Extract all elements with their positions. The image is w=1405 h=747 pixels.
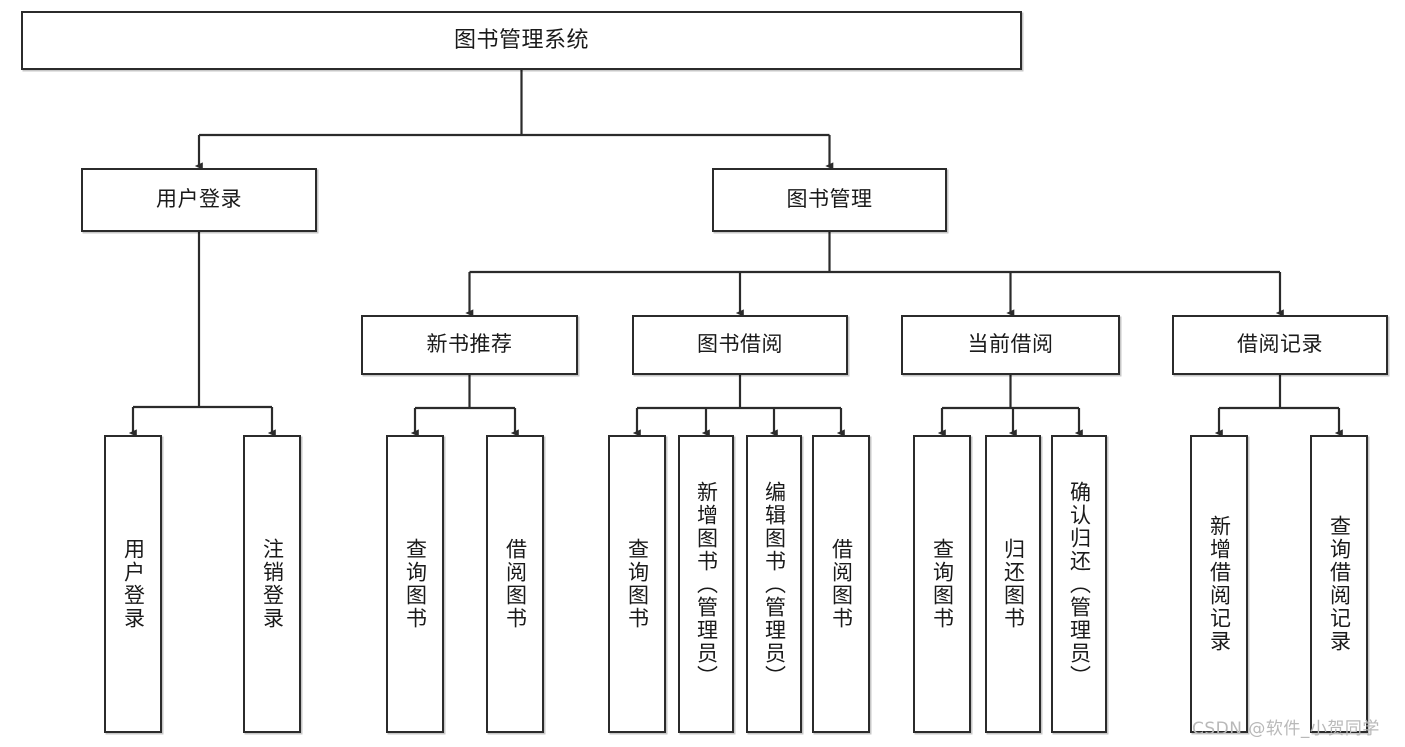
node-label: 新增图书（管理员） <box>694 480 719 688</box>
node-label: 确认归还（管理员） <box>1067 480 1092 688</box>
node-new-book-rec[interactable]: 新书推荐 <box>361 315 578 375</box>
node-borrow-record[interactable]: 借阅记录 <box>1172 315 1388 375</box>
node-leaf-query-3[interactable]: 查询图书 <box>913 435 971 733</box>
node-leaf-user-login[interactable]: 用户登录 <box>104 435 162 733</box>
node-label: 图书借阅 <box>697 332 783 357</box>
node-label: 图书管理系统 <box>453 27 589 53</box>
node-leaf-add-book[interactable]: 新增图书（管理员） <box>678 435 734 733</box>
node-label: 借阅图书 <box>829 538 854 630</box>
node-label: 查询图书 <box>930 538 955 630</box>
node-leaf-edit-book[interactable]: 编辑图书（管理员） <box>746 435 802 733</box>
node-label: 借阅记录 <box>1237 332 1323 357</box>
node-leaf-borrow-1[interactable]: 借阅图书 <box>486 435 544 733</box>
node-leaf-query-2[interactable]: 查询图书 <box>608 435 666 733</box>
node-leaf-query-1[interactable]: 查询图书 <box>386 435 444 733</box>
node-leaf-return[interactable]: 归还图书 <box>985 435 1041 733</box>
node-label: 查询图书 <box>403 538 428 630</box>
node-leaf-query-rec[interactable]: 查询借阅记录 <box>1310 435 1368 733</box>
node-book-borrow[interactable]: 图书借阅 <box>632 315 848 375</box>
node-label: 编辑图书（管理员） <box>762 480 787 688</box>
csdn-watermark: CSDN @软件_小贺同学 <box>1192 719 1380 739</box>
node-leaf-confirm[interactable]: 确认归还（管理员） <box>1051 435 1107 733</box>
node-label: 注销登录 <box>260 538 285 630</box>
node-label: 归还图书 <box>1001 538 1026 630</box>
node-leaf-add-rec[interactable]: 新增借阅记录 <box>1190 435 1248 733</box>
node-current-borrow[interactable]: 当前借阅 <box>901 315 1120 375</box>
node-label: 借阅图书 <box>503 538 528 630</box>
node-label: 用户登录 <box>121 538 146 630</box>
node-label: 查询图书 <box>625 538 650 630</box>
node-user-login[interactable]: 用户登录 <box>81 168 317 232</box>
node-label: 用户登录 <box>156 187 242 212</box>
node-root[interactable]: 图书管理系统 <box>21 11 1022 70</box>
node-leaf-borrow-2[interactable]: 借阅图书 <box>812 435 870 733</box>
node-label: 新增借阅记录 <box>1207 515 1232 653</box>
node-label: 图书管理 <box>786 187 873 212</box>
node-label: 新书推荐 <box>426 332 513 357</box>
node-label: 当前借阅 <box>967 332 1054 357</box>
node-label: 查询借阅记录 <box>1327 515 1352 653</box>
node-leaf-logout[interactable]: 注销登录 <box>243 435 301 733</box>
node-book-manage[interactable]: 图书管理 <box>712 168 947 232</box>
